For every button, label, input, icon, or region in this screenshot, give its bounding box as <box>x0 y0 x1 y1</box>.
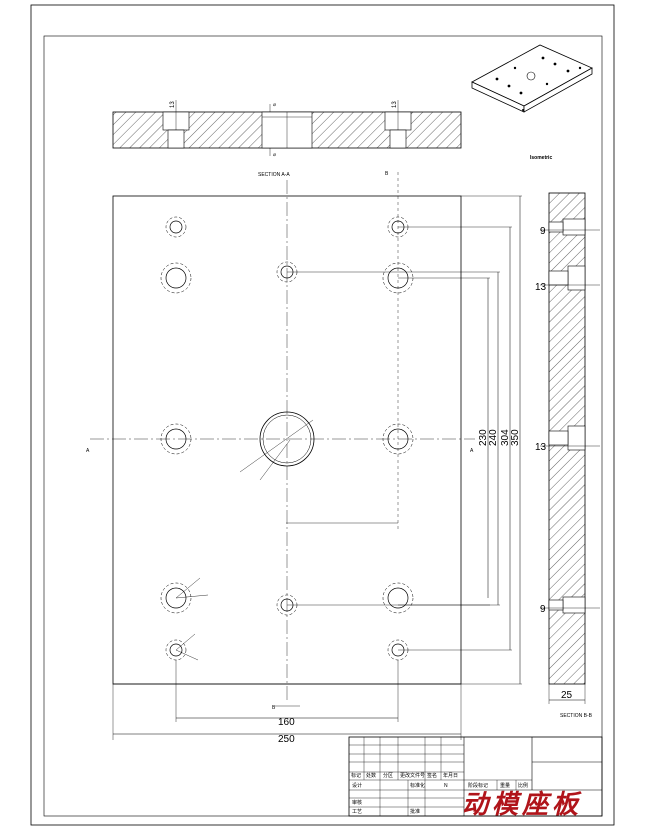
tb-weight: 重量 <box>500 782 510 789</box>
section-bb-label: SECTION B-B <box>560 713 593 719</box>
dim-250: 250 <box>278 734 295 745</box>
section-mark-a-left: A <box>86 448 90 454</box>
section-bb-view <box>540 192 600 704</box>
tb-scale: 比例 <box>518 782 528 789</box>
section-aa-small-callout-top: ⌀ <box>273 102 276 108</box>
dim-13-upper: 13 <box>535 282 547 293</box>
tb-stage-mark: 阶段标记 <box>468 782 488 789</box>
dim-13-top-right: 13 <box>392 101 398 108</box>
plan-view <box>90 172 522 740</box>
section-mark-b-bottom: B <box>272 705 276 711</box>
tb-unit: N <box>444 783 448 789</box>
title-block <box>348 736 603 817</box>
tb-process: 工艺 <box>352 809 362 815</box>
tb-approve: 批准 <box>410 808 420 815</box>
drawing-title: 动模座板 <box>462 790 582 820</box>
tb-col-zone: 分区 <box>383 772 393 779</box>
tb-col-sign: 签名 <box>427 772 437 779</box>
dim-13-top-left: 13 <box>170 101 176 108</box>
tb-col-mark: 标记 <box>351 772 361 779</box>
tb-col-count: 处数 <box>366 772 376 779</box>
tb-check: 审核 <box>352 799 362 806</box>
dim-25: 25 <box>561 690 573 701</box>
dim-160: 160 <box>278 717 295 728</box>
dim-13-lower: 13 <box>535 442 547 453</box>
section-aa-label: SECTION A-A <box>258 172 290 178</box>
dim-240: 240 <box>488 429 499 446</box>
dim-350: 350 <box>510 429 521 446</box>
dim-230: 230 <box>478 429 489 446</box>
tb-col-date: 年月日 <box>443 772 458 779</box>
section-mark-a-right: A <box>470 448 474 454</box>
sheet-inner-border <box>43 35 603 817</box>
section-aa-view: ⌀ ⌀ <box>112 100 462 158</box>
dim-9-lower: 9 <box>540 604 546 615</box>
tb-col-change-doc: 更改文件号 <box>400 772 425 779</box>
isometric-label: Isometric <box>530 155 552 161</box>
section-aa-small-callout-bottom: ⌀ <box>273 152 276 158</box>
isometric-view <box>471 44 593 113</box>
tb-design: 设计 <box>352 782 362 789</box>
dim-9-upper: 9 <box>540 226 546 237</box>
dim-304: 304 <box>500 429 511 446</box>
section-mark-b-top: B <box>385 171 389 177</box>
tb-standard: 标准化 <box>410 782 425 789</box>
sheet-outer-border <box>30 4 615 826</box>
